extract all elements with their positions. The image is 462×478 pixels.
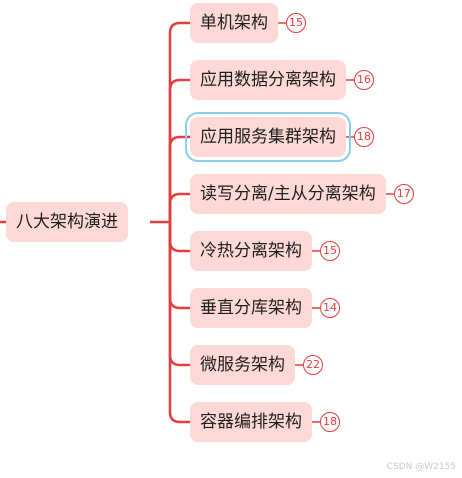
branch-count-badge[interactable]: 15 (320, 241, 340, 261)
branch-node-label: 单机架构 (200, 13, 268, 33)
branch-node[interactable]: 读写分离/主从分离架构 (190, 174, 386, 214)
branch-connector (168, 222, 190, 424)
branch-node-label: 垂直分库架构 (200, 298, 302, 318)
branch-count-badge[interactable]: 16 (354, 70, 374, 90)
branch-node[interactable]: 容器编排架构 (190, 402, 312, 442)
branch-node-label: 冷热分离架构 (200, 241, 302, 261)
branch-node-label: 微服务架构 (200, 355, 285, 375)
branch-connector (168, 78, 190, 222)
root-node[interactable]: 八大架构演进 (6, 202, 128, 242)
branch-node[interactable]: 应用数据分离架构 (190, 60, 346, 100)
branch-node-label: 应用服务集群架构 (200, 127, 336, 147)
branch-connector (168, 135, 190, 222)
branch-connector (168, 192, 190, 222)
branch-node[interactable]: 冷热分离架构 (190, 231, 312, 271)
watermark: CSDN @W2155 (386, 462, 456, 472)
branch-count-badge[interactable]: 15 (286, 13, 306, 33)
branch-node-label: 容器编排架构 (200, 412, 302, 432)
branch-node-label: 应用数据分离架构 (200, 70, 336, 90)
branch-count-badge[interactable]: 18 (354, 127, 374, 147)
branch-node[interactable]: 单机架构 (190, 3, 278, 43)
branch-count-badge[interactable]: 17 (393, 184, 414, 204)
branch-connector (168, 222, 190, 367)
branch-count-badge[interactable]: 14 (320, 298, 340, 318)
branch-connector (168, 21, 190, 222)
branch-node[interactable]: 应用服务集群架构 (185, 112, 351, 162)
branch-count-badge[interactable]: 18 (320, 412, 340, 432)
root-node-label: 八大架构演进 (16, 212, 118, 232)
branch-node[interactable]: 微服务架构 (190, 345, 295, 385)
branch-connector (168, 222, 190, 310)
branch-node-label: 读写分离/主从分离架构 (200, 184, 376, 204)
branch-connector (168, 222, 190, 253)
branch-node[interactable]: 垂直分库架构 (190, 288, 312, 328)
branch-count-badge[interactable]: 22 (303, 355, 323, 375)
